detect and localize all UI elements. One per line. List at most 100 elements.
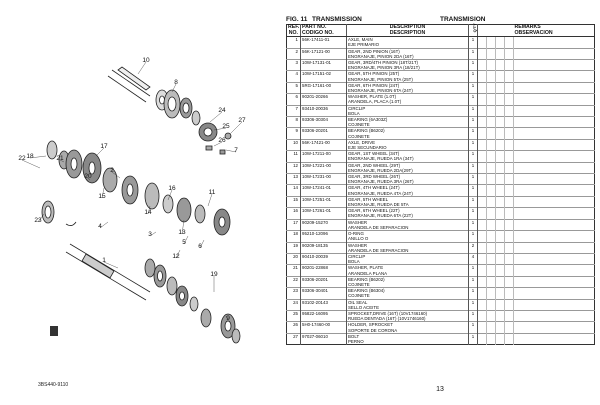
blank-cell [486, 116, 496, 128]
blank-cell [477, 116, 487, 128]
description-english-cell: GEAR, 6TH PINION (24T) [346, 81, 469, 89]
callout-number: 7 [234, 147, 238, 154]
callout-number: 12 [172, 253, 180, 260]
callout-number: 24 [218, 107, 226, 114]
ref-cell: 20 [286, 252, 301, 265]
remarks-cell [513, 138, 595, 151]
callout-number: 15 [98, 193, 106, 200]
header-ref: REF. NO. [286, 24, 301, 38]
blank-cell [504, 70, 514, 83]
quantity-cell: 1 [468, 287, 478, 300]
description-spanish-cell: ENGRANAJE, RUEDA DE 5TA [346, 202, 469, 208]
remarks-cell [513, 58, 595, 71]
callout-leader [59, 159, 65, 163]
description-spanish-cell: ARANDELA PLANA [346, 270, 469, 277]
description-english-cell: OIL SEAL [346, 298, 469, 305]
remarks-cell [513, 93, 595, 106]
blank-cell [486, 150, 496, 163]
blank-cell [504, 241, 514, 254]
ref-cell: 19 [286, 241, 301, 254]
callout-leader [101, 187, 105, 199]
ref-cell: 23 [286, 287, 301, 300]
ref-cell: 18 [286, 230, 301, 242]
remarks-cell [513, 81, 595, 94]
callout-number: 6 [198, 243, 202, 250]
blank-cell [495, 116, 505, 128]
header-remarks: REMARKS OBSERVACION [513, 24, 595, 38]
quantity-cell: 1 [468, 275, 478, 288]
blank-cell [495, 218, 505, 231]
description-english-cell: O-RING [346, 230, 469, 237]
blank-cell [477, 321, 487, 334]
callout-number: 8 [174, 79, 178, 86]
blank-cell [495, 184, 505, 197]
description-english-cell: GEAR, 5TH PINION (25T) [346, 70, 469, 77]
blank-cell [504, 230, 514, 242]
ref-cell: 3 [286, 58, 301, 71]
blank-cell [477, 138, 487, 151]
table-row-translation: ENGRANAJE, RUEDA 4TA (24T) [287, 190, 595, 197]
part-number-cell: 90209-15270 [300, 218, 347, 231]
table-row-translation: COJINETE [287, 133, 595, 140]
remarks-cell [513, 104, 595, 117]
blank-cell [477, 252, 487, 265]
description-spanish-cell: EJE SECUNDARIO [346, 145, 469, 151]
blank-cell [495, 287, 505, 300]
part-number-cell: 90201-22868 [300, 264, 347, 277]
description-english-cell: BEARING (B6202) [346, 127, 469, 134]
blank-cell [504, 332, 514, 345]
blank-cell [495, 321, 505, 334]
ref-cell: 4 [286, 70, 301, 83]
table-row-translation: SOPORTE DE CORONA [287, 327, 595, 334]
callout-leader [149, 231, 157, 237]
page-number: 13 [436, 386, 444, 393]
callout-number: 11 [209, 189, 216, 196]
part-number-cell: 90410-20039 [300, 252, 347, 265]
callout-leader [167, 189, 173, 201]
blank-cell [504, 116, 514, 128]
remarks-cell [513, 173, 595, 185]
table-row-translation: BOLA [287, 259, 595, 265]
remarks-cell [513, 218, 595, 231]
description-spanish-cell: RUEDA DENTADA (16T) (10V1746160) [346, 316, 469, 322]
description-spanish-cell: COJINETE [346, 122, 469, 128]
ref-cell: 25 [286, 309, 301, 322]
blank-cell [486, 93, 496, 106]
blank-cell [486, 298, 496, 311]
remarks-cell [513, 207, 595, 220]
blank-cell [486, 275, 496, 288]
description-english-cell: AXLE, MAIN [346, 36, 469, 43]
ref-cell: 9 [286, 127, 301, 140]
blank-cell [486, 287, 496, 300]
description-english-cell: GEAR, 3RD WHEEL (26T) [346, 173, 469, 180]
callout-leader [29, 155, 47, 159]
ref-cell: 12 [286, 161, 301, 174]
ref-cell: 1 [286, 36, 301, 49]
description-spanish-cell: ENGRANAJE, PINION 5TA (25T) [346, 76, 469, 83]
callout-leader [213, 127, 227, 131]
blank-cell [477, 184, 487, 197]
description-spanish-cell: PERNO [346, 338, 469, 345]
remarks-cell [513, 241, 595, 254]
quantity-cell: 4 [468, 252, 478, 265]
header-blank [504, 24, 514, 38]
figure-heading: FIG. 11 TRANSMISSION TRANSMISION [286, 14, 594, 24]
description-english-cell: BEARING (B6202) [346, 275, 469, 282]
blank-cell [504, 36, 514, 49]
description-spanish-cell: ENGRANAJE, RUEDA 3RA (26T) [346, 179, 469, 185]
callout-leader [171, 83, 177, 93]
quantity-cell: 2 [468, 241, 478, 254]
remarks-cell [513, 332, 595, 345]
description-english-cell: WASHER [346, 241, 469, 248]
table-row-translation: EJE SECUNDARIO [287, 145, 595, 151]
callout-leader [103, 261, 119, 269]
callout-leader [225, 315, 229, 321]
